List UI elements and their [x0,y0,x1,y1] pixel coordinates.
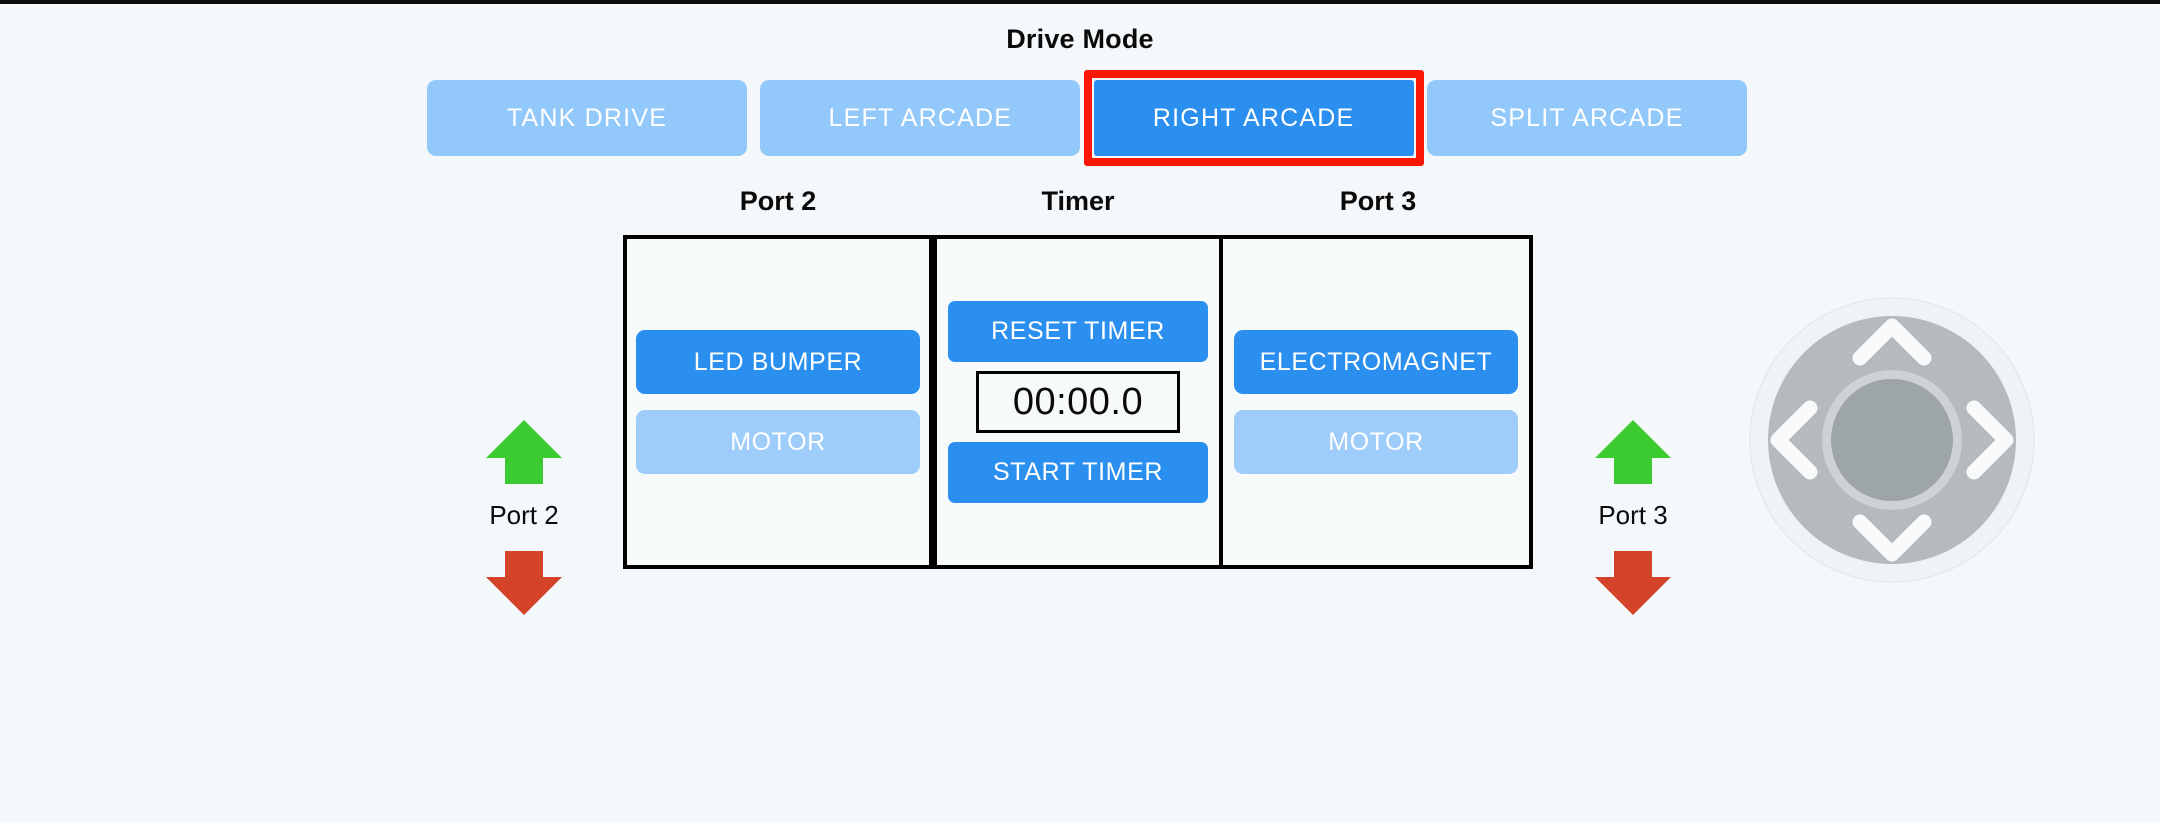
start-timer-button[interactable]: START TIMER [948,442,1208,503]
dpad-up-chevron [1852,318,1932,366]
port-3-electromagnet-button[interactable]: ELECTROMAGNET [1234,330,1518,394]
panel-timer: RESET TIMER 00:00.0 START TIMER [933,235,1223,569]
drive-mode-title: Drive Mode [1006,24,1154,54]
port-3-motor-button[interactable]: MOTOR [1234,410,1518,474]
panel-heading-port-3: Port 3 [1339,186,1417,216]
top-edge-bar [0,0,2160,4]
port-2-arrow-down-icon[interactable] [485,549,563,617]
dpad-left-chevron [1770,400,1818,480]
timer-display: 00:00.0 [976,371,1180,433]
port-2-arrow-up-icon[interactable] [485,418,563,486]
dpad-down-chevron [1852,514,1932,562]
port-3-arrow-down-icon[interactable] [1594,549,1672,617]
control-panels: LED BUMPER MOTOR RESET TIMER 00:00.0 STA… [623,235,1533,569]
drive-mode-option-tank-drive[interactable]: TANK DRIVE [427,80,747,156]
panel-heading-port-2: Port 2 [739,186,817,216]
panel-port-3: ELECTROMAGNET MOTOR [1223,235,1533,569]
port-3-arrow-cluster: Port 3 [1548,418,1718,617]
drive-mode-option-right-arcade[interactable]: RIGHT ARCADE [1083,70,1424,166]
drive-mode-option-split-arcade[interactable]: SPLIT ARCADE [1426,80,1747,156]
panel-port-2: LED BUMPER MOTOR [623,235,933,569]
dpad-center-knob [1831,379,1953,501]
reset-timer-button[interactable]: RESET TIMER [948,301,1208,362]
direction-pad[interactable] [1748,296,2036,584]
drive-mode-option-left-arcade[interactable]: LEFT ARCADE [760,80,1081,156]
dpad-right-chevron [1966,400,2014,480]
port-2-label: Port 2 [489,500,559,530]
drive-mode-button-group: TANK DRIVE LEFT ARCADE RIGHT ARCADE SPLI… [427,70,1747,166]
port-3-label: Port 3 [1598,500,1668,530]
port-2-motor-button[interactable]: MOTOR [636,410,920,474]
port-2-arrow-cluster: Port 2 [439,418,609,617]
port-2-led-bumper-button[interactable]: LED BUMPER [636,330,920,394]
panel-heading-timer: Timer [1041,186,1115,216]
panel-heading-row: Port 2 Timer Port 3 [623,186,1533,220]
port-3-arrow-up-icon[interactable] [1594,418,1672,486]
